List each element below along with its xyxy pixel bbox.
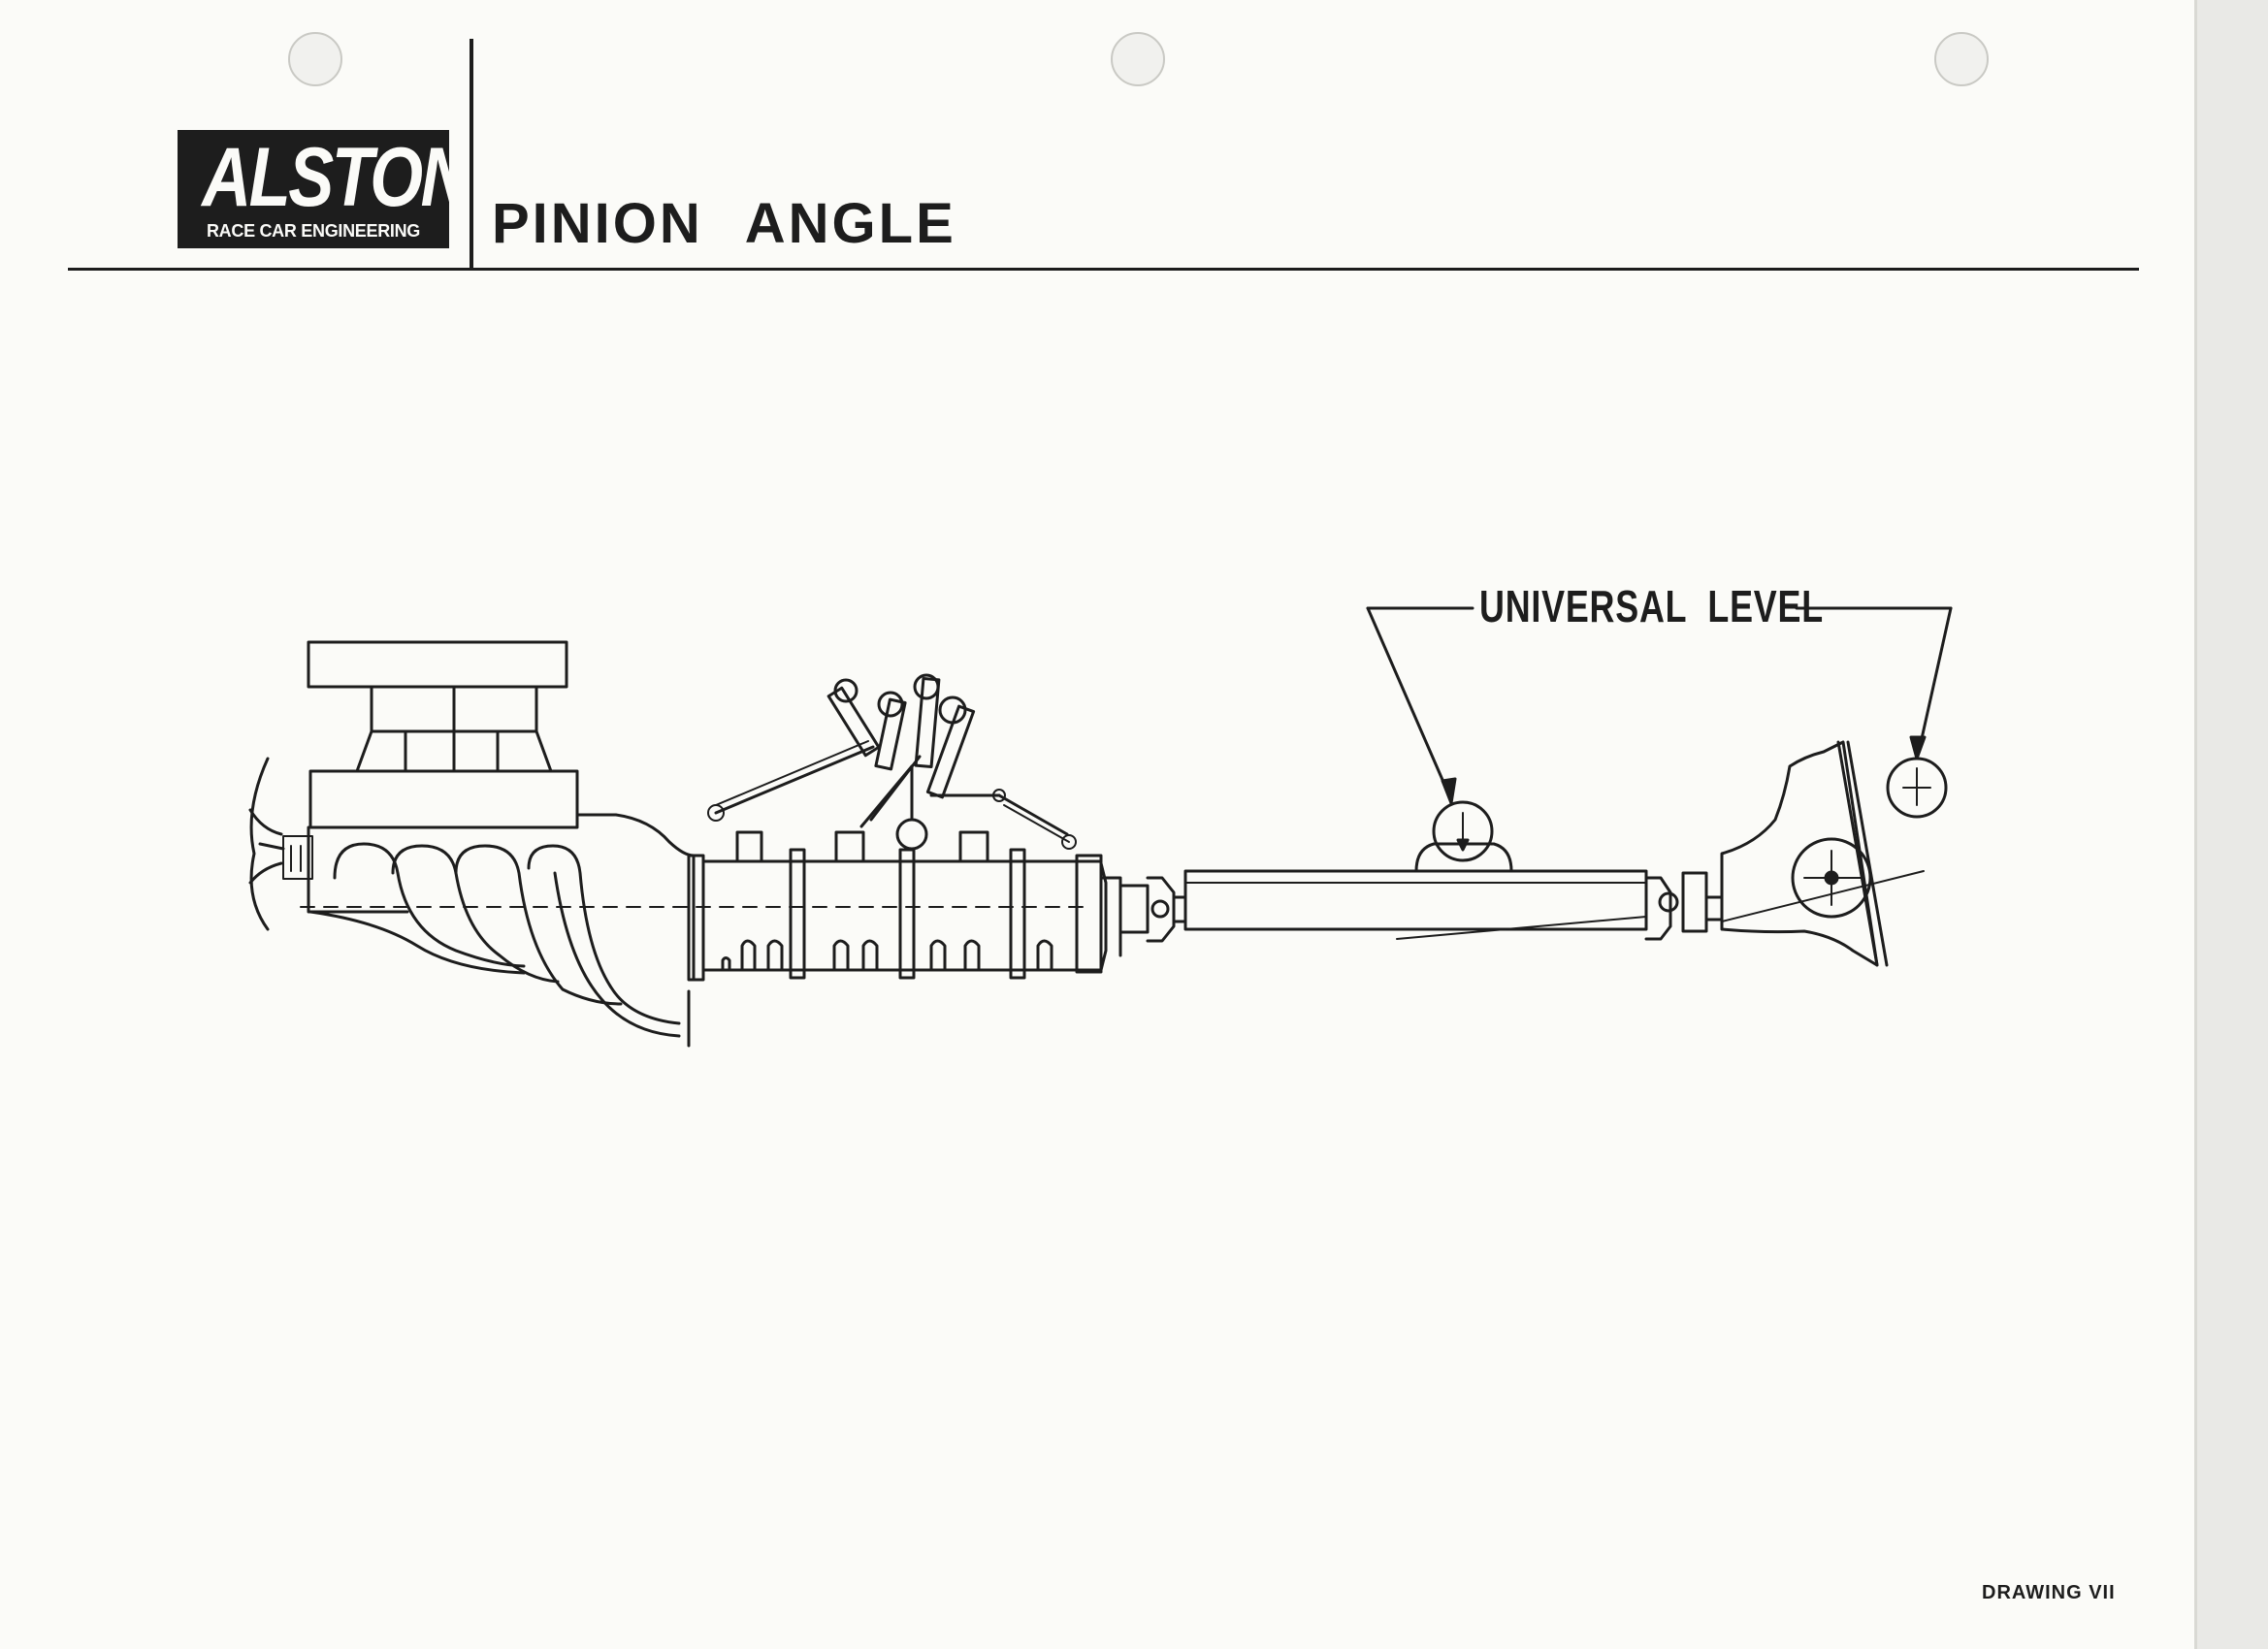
callout-leaders bbox=[1366, 606, 1953, 805]
punch-hole-center bbox=[1111, 32, 1165, 86]
pinion-level-gauge bbox=[1886, 757, 1948, 819]
transmission bbox=[687, 830, 1122, 982]
punch-hole-left bbox=[288, 32, 342, 86]
drawing-number: DRAWING VII bbox=[1982, 1582, 2116, 1603]
alston-logo: ALSTON RACE CAR ENGINEERING bbox=[178, 130, 470, 248]
blower-assembly bbox=[307, 640, 568, 773]
engine-block bbox=[282, 769, 696, 982]
drivetrain-diagram bbox=[248, 606, 1953, 1048]
header-divider-vertical bbox=[470, 39, 473, 270]
rear-universal-joint bbox=[1644, 871, 1724, 941]
header-divider-horizontal bbox=[68, 268, 2139, 271]
driveshaft-level-gauge bbox=[1414, 800, 1513, 873]
rear-axle-housing bbox=[1720, 740, 1925, 967]
drawing-sheet: ALSTON RACE CAR ENGINEERING PINION ANGLE bbox=[0, 0, 2197, 1649]
driveshaft bbox=[1183, 869, 1648, 940]
shifter-linkage bbox=[707, 673, 1077, 851]
universal-level-callout: UNIVERSAL LEVEL bbox=[1479, 581, 1824, 631]
logo-tagline: RACE CAR ENGINEERING bbox=[206, 221, 421, 241]
front-universal-joint bbox=[1118, 876, 1187, 943]
fan bbox=[248, 757, 285, 931]
exhaust-headers bbox=[333, 842, 691, 1048]
page-title: PINION ANGLE bbox=[492, 192, 956, 255]
punch-hole-right bbox=[1934, 32, 1989, 86]
